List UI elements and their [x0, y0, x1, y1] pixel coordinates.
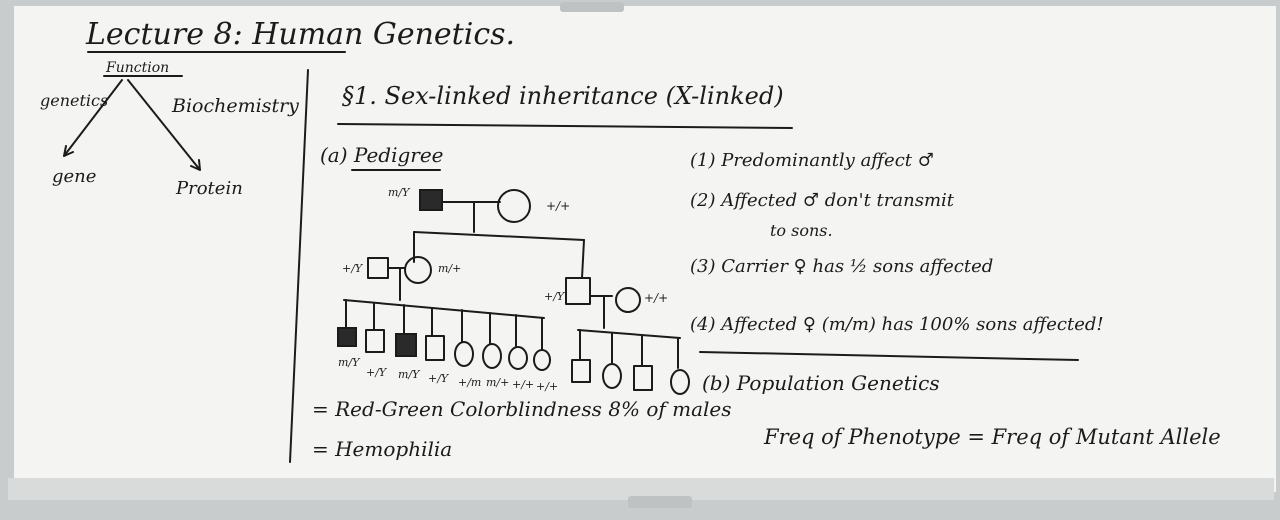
- gen3-child-4-male: [425, 335, 445, 361]
- gen2-left-female-genotype: m/+: [438, 262, 461, 275]
- gen1-affected-male: [419, 189, 443, 211]
- gen2-right-female: [615, 287, 641, 313]
- arrow-to-gene: [63, 79, 123, 157]
- gen3-genotype-4: +/Y: [428, 372, 450, 385]
- board-surface: [14, 6, 1276, 492]
- gen3-child-7-female: [508, 346, 528, 370]
- protein-label: Protein: [175, 178, 243, 199]
- lecture-title: Lecture 8: Human Genetics.: [85, 17, 515, 52]
- rules-separator: [699, 351, 1079, 361]
- rule-1: (1) Predominantly affect ♂: [690, 150, 934, 171]
- gen2-right-female-genotype: +/+: [644, 291, 668, 305]
- gen2-right-male-genotype: +/Y: [544, 290, 566, 303]
- biochemistry-label: Biochemistry: [171, 95, 299, 117]
- gen3-genotype-2: +/Y: [366, 366, 388, 379]
- population-genetics-heading: (b) Population Genetics: [702, 371, 940, 395]
- gen3-genotype-7: +/+: [512, 378, 534, 391]
- gen3-genotype-8: +/+: [536, 380, 558, 393]
- gen3-right-sibship-line: [577, 329, 681, 339]
- gen3-right-children: [571, 329, 690, 395]
- board-divider: [289, 69, 309, 463]
- gen3-genotype-3: m/Y: [398, 368, 421, 381]
- section-underline: [337, 123, 793, 129]
- gene-label: gene: [52, 166, 96, 187]
- gen3-genotype-1: m/Y: [338, 356, 361, 369]
- function-heading: Function: [105, 60, 169, 76]
- rule-4: (4) Affected ♀ (m/m) has 100% sons affec…: [690, 314, 1104, 335]
- marker-tray: [8, 478, 1274, 500]
- gen3-child-6-female: [482, 343, 502, 369]
- gen3-right-child-1-male: [571, 359, 591, 383]
- freq-equation: Freq of Phenotype = Freq of Mutant Allel…: [763, 425, 1221, 449]
- gen3-right-child-4-female: [670, 369, 690, 395]
- gen3-child-3-affected-male: [395, 333, 417, 357]
- gen3-genotype-5: +/m: [458, 376, 481, 389]
- rule-3: (3) Carrier ♀ has ½ sons affected: [690, 256, 993, 277]
- genetics-label: genetics: [40, 91, 108, 110]
- gen3-left-sibship-line: [343, 299, 545, 319]
- gen3-left-children: [337, 299, 551, 371]
- board-clip-bottom: [628, 496, 692, 508]
- section-heading: §1. Sex-linked inheritance (X-linked): [342, 82, 784, 110]
- arrow-to-protein: [127, 79, 201, 171]
- board-clip-top: [560, 2, 624, 12]
- gen1-female-genotype: +/+: [546, 199, 570, 213]
- rule-2-continued: to sons.: [770, 221, 833, 240]
- example-colorblindness: = Red-Green Colorblindness 8% of males: [312, 397, 732, 421]
- rule-2: (2) Affected ♂ don't transmit: [690, 190, 955, 211]
- gen2-left-carrier-female: [404, 256, 432, 284]
- example-hemophilia: = Hemophilia: [312, 437, 452, 461]
- gen1-male-genotype: m/Y: [388, 186, 411, 199]
- gen2-right-male: [565, 277, 591, 305]
- gen3-child-2-male: [365, 329, 385, 353]
- gen3-right-child-2-female: [602, 363, 622, 389]
- gen3-child-5-female: [454, 341, 474, 367]
- gen3-child-1-affected-male: [337, 327, 357, 347]
- gen1-female: [497, 189, 531, 223]
- gen2-right-drop: [581, 239, 585, 279]
- gen2-sibship-line: [413, 231, 585, 241]
- gen3-right-child-3-male: [633, 365, 653, 391]
- gen3-genotype-6: m/+: [486, 376, 509, 389]
- pedigree-heading: (a) Pedigree: [320, 143, 444, 167]
- gen3-child-8-female: [533, 349, 551, 371]
- gen2-left-male-genotype: +/Y: [342, 262, 364, 275]
